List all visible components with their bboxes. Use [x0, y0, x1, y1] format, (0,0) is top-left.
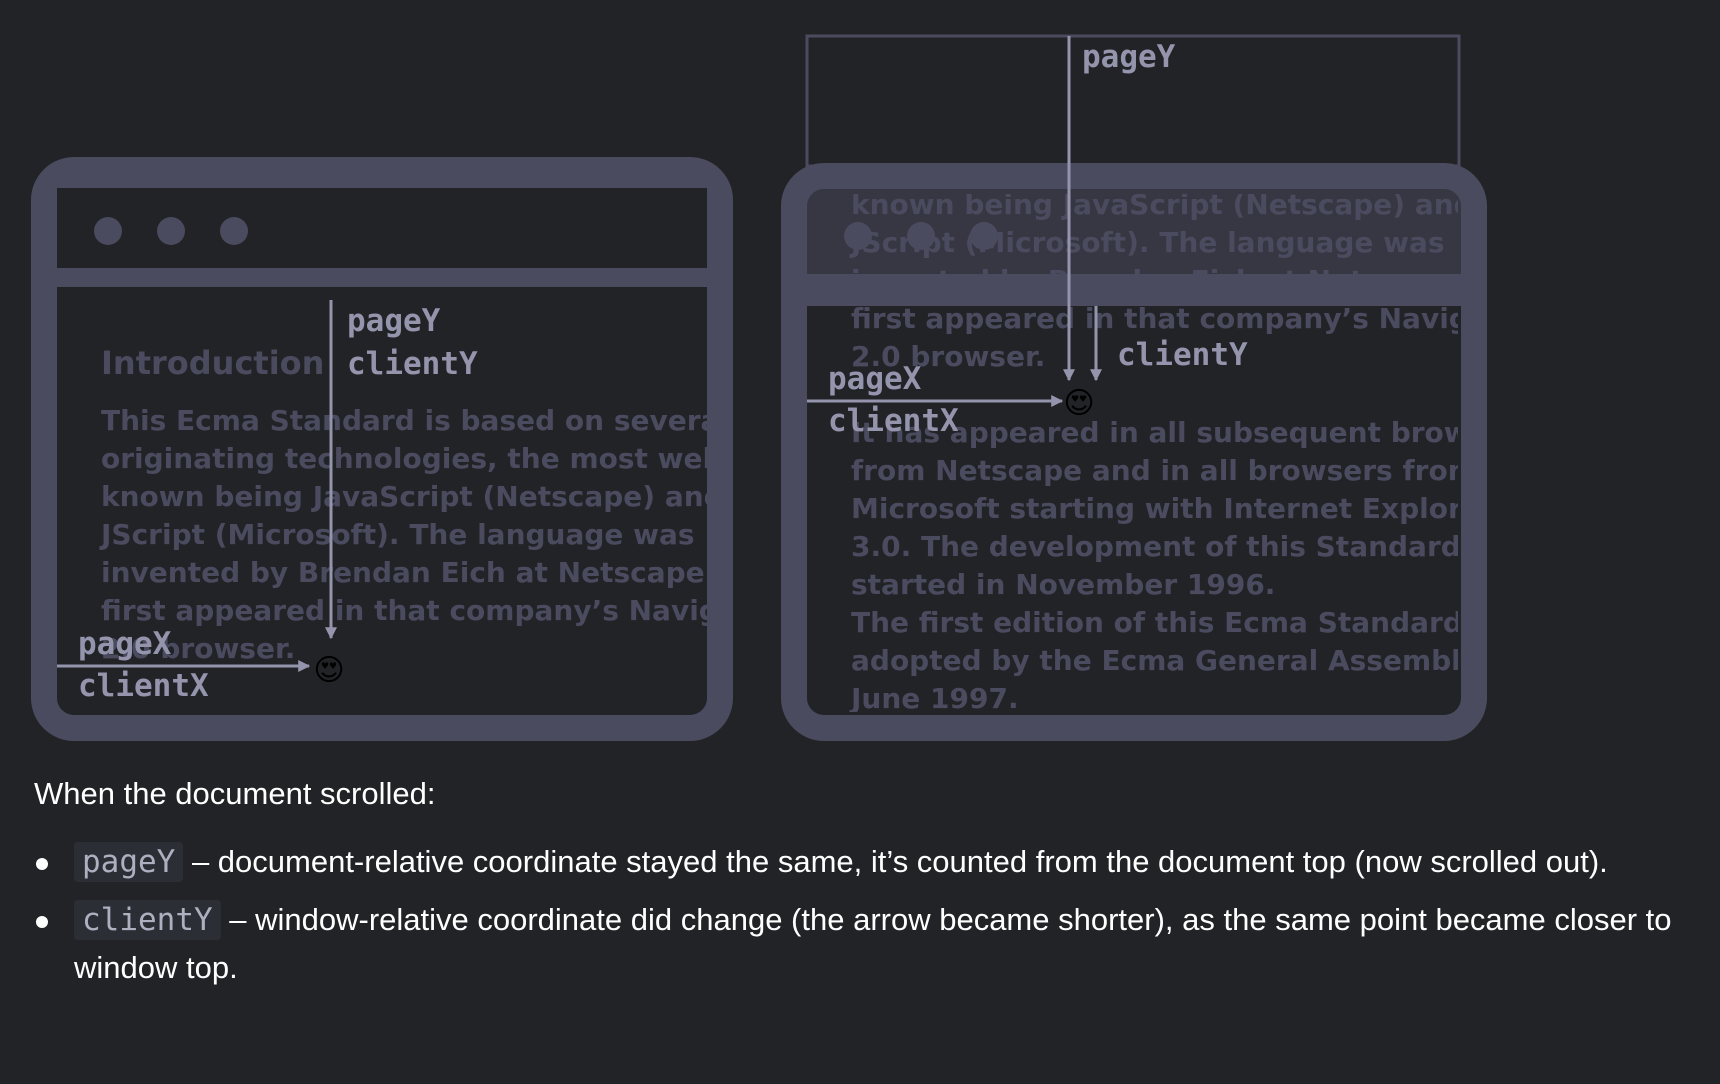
document-line: invented by Brendan Eich at Netscape and — [101, 556, 773, 589]
label-pageY: pageY — [347, 303, 441, 339]
window-dot-icon — [844, 222, 872, 250]
document-line: 3.0. The development of this Standard — [851, 530, 1461, 563]
document-line: This Ecma Standard is based on several — [101, 404, 729, 437]
document-line: The first edition of this Ecma Standard … — [851, 606, 1534, 639]
document-line: adopted by the Ecma General Assembly of — [851, 644, 1521, 677]
window-dot-icon — [94, 217, 122, 245]
document-line: June 1997. — [849, 682, 1019, 715]
pointer-emoji-icon: 😍 — [313, 653, 344, 688]
browser-tabbar — [807, 274, 1461, 306]
pointer-emoji-icon: 😍 — [1063, 386, 1094, 421]
document-line: from Netscape and in all browsers from — [851, 454, 1477, 487]
document-line: started in November 1996. — [851, 568, 1275, 601]
list-item-text: – window-relative coordinate did change … — [74, 902, 1672, 985]
label-pageX: pageX — [78, 626, 172, 662]
explanation-text: When the document scrolled: pageY – docu… — [34, 770, 1674, 1002]
label-pageX: pageX — [828, 361, 922, 397]
browser-window-left: Introduction This Ecma Standard is based… — [31, 157, 784, 741]
document-line: JScript (Microsoft). The language was — [99, 518, 695, 551]
browser-window-right: originating technologies, the most well … — [781, 34, 1536, 741]
window-dot-icon — [907, 222, 935, 250]
label-clientX: clientX — [828, 403, 959, 439]
document-heading: Introduction — [101, 344, 324, 382]
document-line: first appeared in that company’s Navigat… — [851, 302, 1534, 335]
browser-frame — [31, 157, 733, 741]
window-dot-icon — [157, 217, 185, 245]
list-item: pageY – document-relative coordinate sta… — [34, 838, 1674, 886]
browser-tabbar — [57, 188, 707, 268]
label-pageY: pageY — [1082, 39, 1176, 75]
document-line: first appeared in that company’s Navigat… — [101, 594, 784, 627]
document-line: originating technologies, the most well — [101, 442, 722, 475]
document-line: It has appeared in all subsequent browse… — [851, 416, 1536, 449]
bullet-list: pageY – document-relative coordinate sta… — [34, 838, 1674, 992]
inline-code: clientY — [74, 900, 221, 940]
inline-code: pageY — [74, 842, 184, 882]
document-line: 2.0 browser. — [851, 340, 1045, 373]
window-dot-icon — [970, 222, 998, 250]
scroll-coordinates-diagram: Introduction This Ecma Standard is based… — [31, 34, 1536, 741]
list-item-text: – document-relative coordinate stayed th… — [183, 844, 1608, 879]
label-clientX: clientX — [78, 668, 209, 704]
document-line: 2.0 browser. — [101, 632, 295, 665]
document-line: Microsoft starting with Internet Explore… — [851, 492, 1495, 525]
window-dot-icon — [220, 217, 248, 245]
intro-paragraph: When the document scrolled: — [34, 776, 436, 811]
label-clientY: clientY — [347, 346, 478, 382]
browser-frame — [781, 163, 1487, 741]
document-line: known being JavaScript (Netscape) and — [101, 480, 724, 513]
label-clientY: clientY — [1117, 337, 1248, 373]
list-item: clientY – window-relative coordinate did… — [34, 896, 1674, 992]
